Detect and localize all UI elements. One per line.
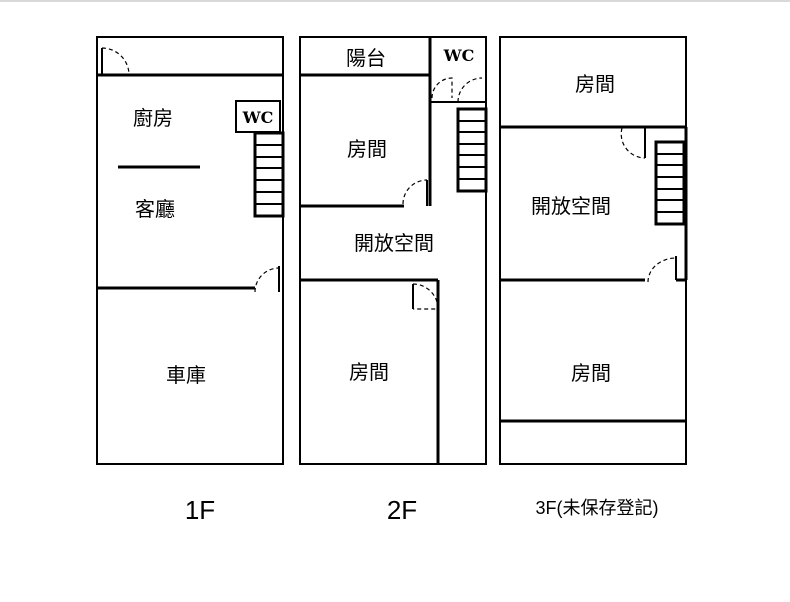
floor-label-2f: 2F <box>387 495 417 525</box>
top-border <box>0 0 790 2</box>
room-label-living: 客廳 <box>135 197 175 221</box>
floor-1f-stairs <box>253 131 285 218</box>
room-label-kitchen: 廚房 <box>133 106 173 130</box>
floor-2f-plan <box>299 36 488 465</box>
room-label-balcony: 陽台 <box>346 46 386 70</box>
floor-2f-stairs <box>456 107 488 193</box>
floor-1f-outline <box>96 36 284 465</box>
room-label-2f-room-bottom: 房間 <box>349 360 389 384</box>
room-label-3f-open-space: 開放空間 <box>531 194 611 218</box>
floor-2f-outline <box>299 36 487 465</box>
floor-2f-room-door-arc <box>402 179 428 205</box>
floor-label-3f: 3F(未保存登記) <box>536 498 659 518</box>
floor-1f-door-arc-2 <box>254 267 280 293</box>
floor-1f-plan <box>96 36 285 465</box>
floor-label-1f: 1F <box>185 495 215 525</box>
room-label-garage: 車庫 <box>166 363 206 387</box>
room-label-3f-room-bottom: 房間 <box>571 361 611 385</box>
floor-3f-stairs <box>654 140 686 226</box>
floor-3f-outline <box>499 36 687 465</box>
room-label-3f-room-top: 房間 <box>575 72 615 96</box>
room-label-wc-2f: WC <box>443 46 475 65</box>
room-label-2f-open-space: 開放空間 <box>354 231 434 255</box>
floor-3f-door-arc-bottom <box>647 257 677 283</box>
floor-2f-wc-door-arc-a <box>431 77 453 99</box>
room-label-2f-room-top: 房間 <box>347 137 387 161</box>
floor-2f-lower-door-arc <box>412 283 439 310</box>
floor-2f-wc-door-arc-b <box>457 77 483 103</box>
room-label-wc-1f: WC <box>242 108 274 127</box>
floor-3f-door-arc-top <box>620 127 646 159</box>
floor-1f-door-arc <box>101 47 130 76</box>
floor-3f-plan <box>499 36 688 465</box>
